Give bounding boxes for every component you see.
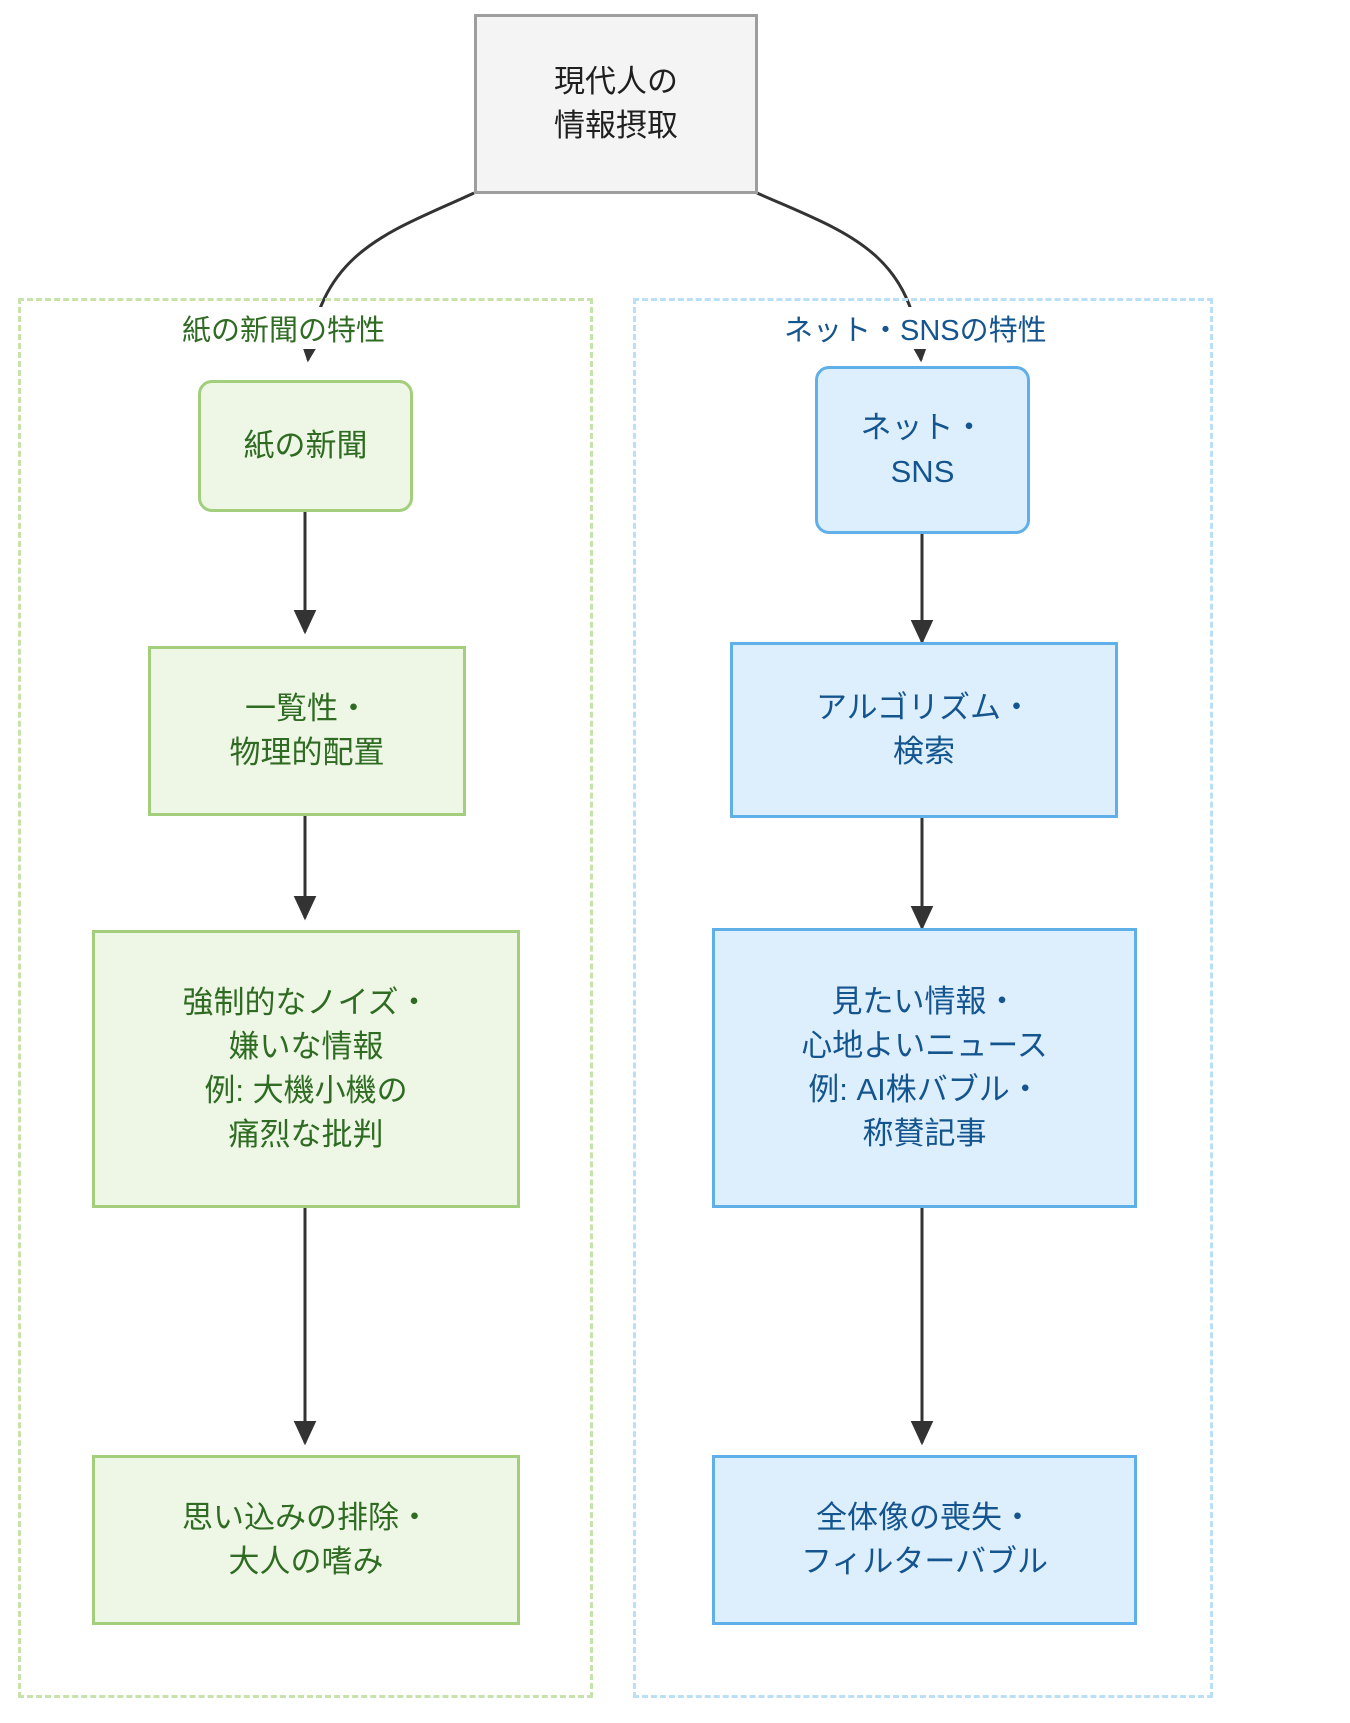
node-forced-noise-disliked-info[interactable]: 強制的なノイズ・ 嫌いな情報 例: 大機小機の 痛烈な批判 [92, 930, 520, 1208]
cluster-paper-newspaper-title: 紙の新聞の特性 [176, 307, 392, 349]
node-net-sns[interactable]: ネット・ SNS [815, 366, 1030, 534]
cluster-paper-newspaper [18, 298, 593, 1698]
node-remove-assumptions[interactable]: 思い込みの排除・ 大人の嗜み [92, 1455, 520, 1625]
node-paper-newspaper[interactable]: 紙の新聞 [198, 380, 413, 512]
node-root-information-intake[interactable]: 現代人の 情報摂取 [474, 14, 758, 194]
node-overview-physical-layout[interactable]: 一覧性・ 物理的配置 [148, 646, 466, 816]
cluster-net-sns-title: ネット・SNSの特性 [778, 307, 1053, 349]
cluster-net-sns [633, 298, 1213, 1698]
node-loss-of-big-picture-filter-bubble[interactable]: 全体像の喪失・ フィルターバブル [712, 1455, 1137, 1625]
node-desired-info-pleasant-news[interactable]: 見たい情報・ 心地よいニュース 例: AI株バブル・ 称賛記事 [712, 928, 1137, 1208]
node-algorithm-search[interactable]: アルゴリズム・ 検索 [730, 642, 1118, 818]
